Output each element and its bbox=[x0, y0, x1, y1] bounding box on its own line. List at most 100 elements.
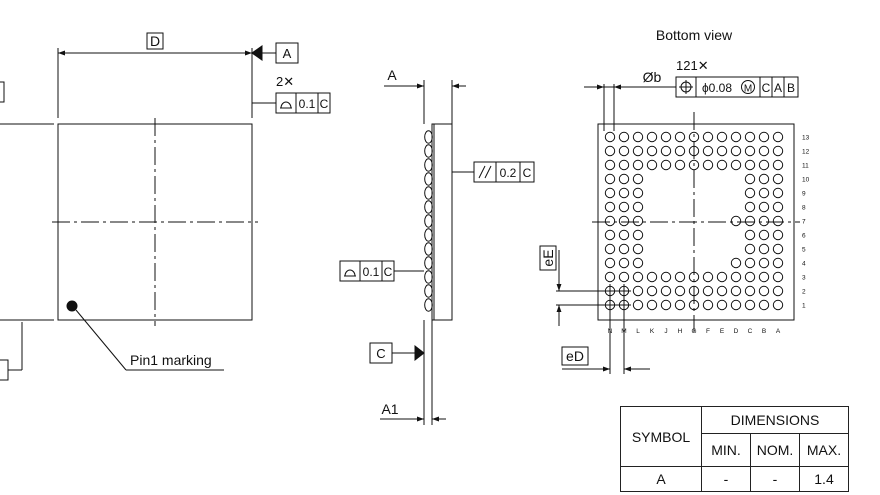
solder-ball bbox=[772, 299, 784, 311]
solder-ball bbox=[758, 215, 770, 227]
column-label: H bbox=[678, 328, 683, 335]
solder-ball bbox=[618, 131, 630, 143]
solder-ball bbox=[618, 229, 630, 241]
pin1-marking-label: Pin1 marking bbox=[130, 352, 212, 368]
solder-ball bbox=[758, 299, 770, 311]
solder-ball bbox=[618, 173, 630, 185]
solder-ball bbox=[688, 159, 700, 171]
solder-ball bbox=[674, 299, 686, 311]
datum-box-partial-bottom bbox=[0, 359, 9, 381]
side-solder-ball bbox=[424, 130, 433, 144]
solder-ball bbox=[660, 145, 672, 157]
max-header: MAX. bbox=[799, 433, 849, 467]
side-solder-ball bbox=[424, 284, 433, 298]
solder-ball bbox=[618, 201, 630, 213]
solder-ball bbox=[730, 271, 742, 283]
solder-ball bbox=[702, 145, 714, 157]
bottom-view bbox=[539, 76, 800, 374]
solder-ball bbox=[772, 201, 784, 213]
column-label: F bbox=[706, 328, 710, 335]
solder-ball bbox=[604, 257, 616, 269]
solder-ball bbox=[758, 201, 770, 213]
solder-ball bbox=[716, 159, 728, 171]
side-solder-ball bbox=[424, 186, 433, 200]
row-label: 1 bbox=[802, 303, 806, 310]
column-label: E bbox=[720, 328, 725, 335]
solder-ball bbox=[744, 271, 756, 283]
solder-ball bbox=[772, 271, 784, 283]
solder-ball bbox=[772, 159, 784, 171]
column-label: N bbox=[608, 328, 613, 335]
solder-ball bbox=[744, 201, 756, 213]
solder-ball bbox=[604, 229, 616, 241]
solder-ball bbox=[772, 215, 784, 227]
solder-ball bbox=[758, 173, 770, 185]
side-solder-ball bbox=[424, 144, 433, 158]
solder-ball bbox=[758, 187, 770, 199]
solder-ball bbox=[632, 187, 644, 199]
solder-ball bbox=[688, 285, 700, 297]
flatness-value: 0.1 bbox=[299, 97, 316, 111]
solder-ball bbox=[730, 215, 742, 227]
mmc-modifier-icon bbox=[741, 80, 755, 94]
solder-ball bbox=[660, 159, 672, 171]
row-label: 9 bbox=[802, 191, 806, 198]
position-value: ϕ0.08 bbox=[702, 81, 732, 95]
solder-ball bbox=[646, 285, 658, 297]
column-label: B bbox=[762, 328, 766, 335]
solder-ball bbox=[604, 145, 616, 157]
datum-box-partial-top bbox=[0, 81, 5, 103]
solder-ball bbox=[716, 131, 728, 143]
solder-ball bbox=[646, 271, 658, 283]
solder-ball bbox=[646, 145, 658, 157]
solder-ball bbox=[772, 285, 784, 297]
solder-ball bbox=[772, 257, 784, 269]
column-label: C bbox=[748, 328, 753, 335]
solder-ball bbox=[632, 299, 644, 311]
solder-ball bbox=[632, 173, 644, 185]
solder-ball bbox=[758, 159, 770, 171]
dimensions-table: SYMBOL DIMENSIONS MIN. NOM. MAX. A - - 1… bbox=[620, 406, 849, 492]
row-label: 13 bbox=[802, 135, 810, 142]
side-solder-ball bbox=[424, 200, 433, 214]
solder-ball bbox=[702, 271, 714, 283]
solder-ball bbox=[632, 159, 644, 171]
side-solder-ball bbox=[424, 270, 433, 284]
solder-ball bbox=[674, 159, 686, 171]
solder-ball bbox=[758, 145, 770, 157]
solder-ball bbox=[604, 159, 616, 171]
row-label: 2 bbox=[802, 289, 806, 296]
solder-ball bbox=[632, 201, 644, 213]
position-ref-1: C bbox=[762, 81, 771, 95]
solder-ball bbox=[772, 173, 784, 185]
solder-ball bbox=[632, 271, 644, 283]
row-max: 1.4 bbox=[799, 466, 849, 492]
solder-ball bbox=[744, 243, 756, 255]
row-label: 7 bbox=[802, 219, 806, 226]
bottom-view-title: Bottom view bbox=[656, 27, 733, 43]
solder-ball bbox=[632, 243, 644, 255]
datum-a-box bbox=[275, 42, 299, 64]
solder-ball bbox=[646, 131, 658, 143]
position-ref-3: B bbox=[787, 81, 795, 95]
solder-ball bbox=[604, 131, 616, 143]
row-label: 3 bbox=[802, 275, 806, 282]
solder-ball bbox=[702, 299, 714, 311]
solder-ball bbox=[646, 299, 658, 311]
solder-ball bbox=[632, 285, 644, 297]
solder-ball bbox=[632, 131, 644, 143]
side-ball-column bbox=[424, 130, 433, 312]
solder-ball bbox=[632, 229, 644, 241]
solder-ball bbox=[688, 271, 700, 283]
datum-c-triangle bbox=[414, 344, 425, 362]
row-symbol: A bbox=[620, 466, 702, 492]
solder-ball bbox=[744, 257, 756, 269]
dim-ed-box bbox=[561, 346, 589, 366]
nom-header: NOM. bbox=[750, 433, 800, 467]
solder-ball bbox=[674, 271, 686, 283]
flatness-frame bbox=[275, 92, 331, 114]
row-label: 4 bbox=[802, 261, 806, 268]
side-solder-ball bbox=[424, 298, 433, 312]
